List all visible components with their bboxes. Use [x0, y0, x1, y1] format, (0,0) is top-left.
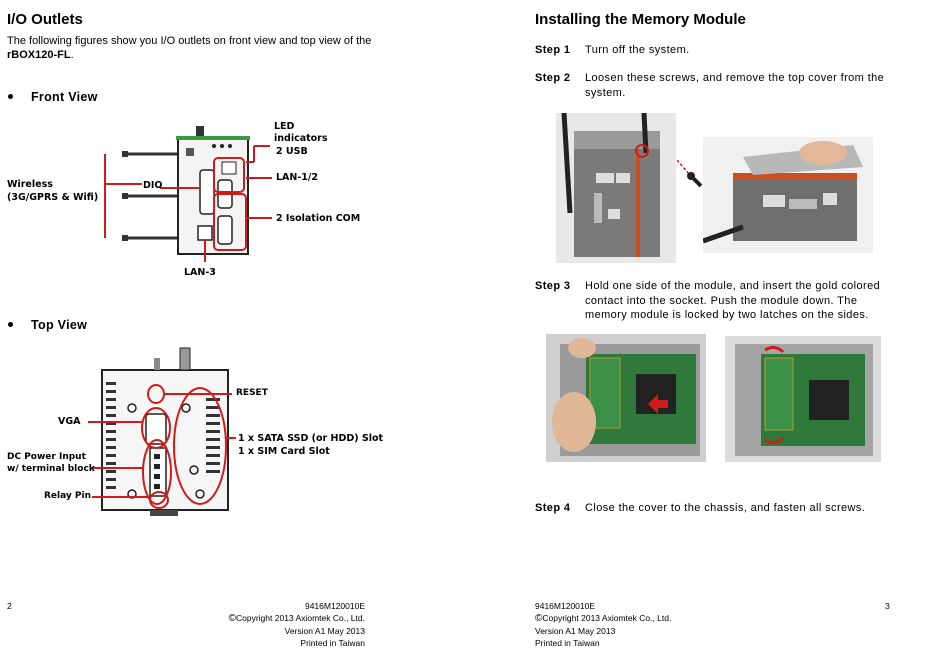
relay-pin-label: Relay Pin [44, 491, 92, 501]
step-line: Hold one side of the module, and insert … [585, 280, 881, 292]
step-text: Turn off the system. [585, 43, 890, 58]
page-number: 2 [7, 601, 12, 611]
front-view-figure: LED indicators 2 USB LAN-1/2 Wireless (3… [0, 118, 475, 288]
footer-block: 9416M120010E ©Copyright 2013 Axiomtek Co… [200, 600, 365, 649]
step-line: memory module is locked by two latches o… [585, 309, 869, 321]
terminal-block-label: w/ terminal block [7, 464, 95, 474]
bullet-icon [8, 94, 13, 100]
led-label: LED [274, 121, 295, 132]
version-text: Version A1 May 2013 [284, 626, 365, 636]
wireless-type-label: (3G/GPRS & Wifi) [7, 192, 99, 203]
product-name: rBOX120-FL [7, 49, 71, 61]
step-line: system. [585, 86, 626, 99]
lan3-label: LAN-3 [184, 267, 216, 278]
copyright-line: ©Copyright 2013 Axiomtek Co., Ltd. [200, 612, 365, 625]
step-text: Hold one side of the module, and insert … [585, 279, 890, 323]
reset-label: RESET [236, 388, 268, 398]
step-line: contact into the socket. Push the module… [585, 294, 858, 307]
left-page: I/O Outlets The following figures show y… [0, 0, 475, 649]
wireless-label: Wireless [7, 179, 53, 190]
indicators-label: indicators [274, 133, 328, 144]
lan12-label: LAN-1/2 [276, 172, 318, 183]
dio-label: DIO [143, 180, 163, 191]
dc-power-label: DC Power Input [7, 452, 86, 462]
step2-photo-chassis [556, 113, 676, 263]
step2-photo-cover-removed [703, 137, 873, 253]
front-view-diagram [104, 126, 272, 262]
top-view-label: Top View [31, 318, 88, 332]
com-label: 2 Isolation COM [276, 213, 361, 224]
copyright-line: ©Copyright 2013 Axiomtek Co., Ltd. [535, 612, 705, 625]
front-view-label: Front View [31, 90, 98, 104]
usb-label: 2 USB [276, 146, 308, 157]
printed-text: Printed in Taiwan [535, 638, 600, 648]
step-label: Step 2 [535, 72, 571, 84]
intro-paragraph: The following figures show you I/O outle… [7, 34, 407, 62]
right-page: Installing the Memory Module Step 1 Turn… [475, 0, 950, 649]
doc-code: 9416M120010E [535, 601, 596, 611]
io-outlets-title: I/O Outlets [7, 11, 83, 28]
step-text: Close the cover to the chassis, and fast… [585, 501, 890, 516]
sim-label: 1 x SIM Card Slot [238, 446, 330, 457]
version-text: Version A1 May 2013 [535, 626, 616, 636]
step-text: Loosen these screws, and remove the top … [585, 71, 890, 100]
step-line: Loosen these screws, and remove the top … [585, 72, 885, 84]
bullet-icon [8, 322, 13, 328]
step3-photo-locked [725, 336, 881, 462]
intro-line-2: rBOX120-FL. [7, 48, 407, 62]
intro-line: The following figures show you I/O outle… [7, 35, 372, 47]
step-line: Turn off the system. [585, 44, 690, 56]
step-label: Step 4 [535, 502, 571, 514]
memory-title: Installing the Memory Module [535, 11, 746, 28]
step3-photo-insert [546, 334, 706, 462]
copyright-text: Copyright 2013 Axiomtek Co., Ltd. [236, 613, 365, 623]
copyright-icon: © [228, 613, 236, 624]
top-view-heading: Top View [8, 318, 87, 332]
step-label: Step 1 [535, 44, 571, 56]
page-number: 3 [885, 601, 890, 611]
copyright-text: Copyright 2013 Axiomtek Co., Ltd. [542, 613, 672, 623]
screw-icon [677, 160, 703, 188]
vga-label: VGA [58, 416, 81, 427]
top-view-figure: RESET VGA 1 x SATA SSD (or HDD) Slot 1 x… [0, 342, 475, 517]
step-label: Step 3 [535, 280, 571, 292]
sata-label: 1 x SATA SSD (or HDD) Slot [238, 433, 384, 444]
printed-text: Printed in Taiwan [300, 638, 365, 648]
top-view-diagram [88, 347, 236, 516]
footer-block: 9416M120010E ©Copyright 2013 Axiomtek Co… [535, 600, 705, 649]
doc-code: 9416M120010E [304, 601, 365, 611]
step-line: Close the cover to the chassis, and fast… [585, 502, 866, 514]
copyright-icon: © [535, 613, 543, 624]
intro-end: . [70, 49, 74, 61]
front-view-heading: Front View [8, 90, 98, 104]
